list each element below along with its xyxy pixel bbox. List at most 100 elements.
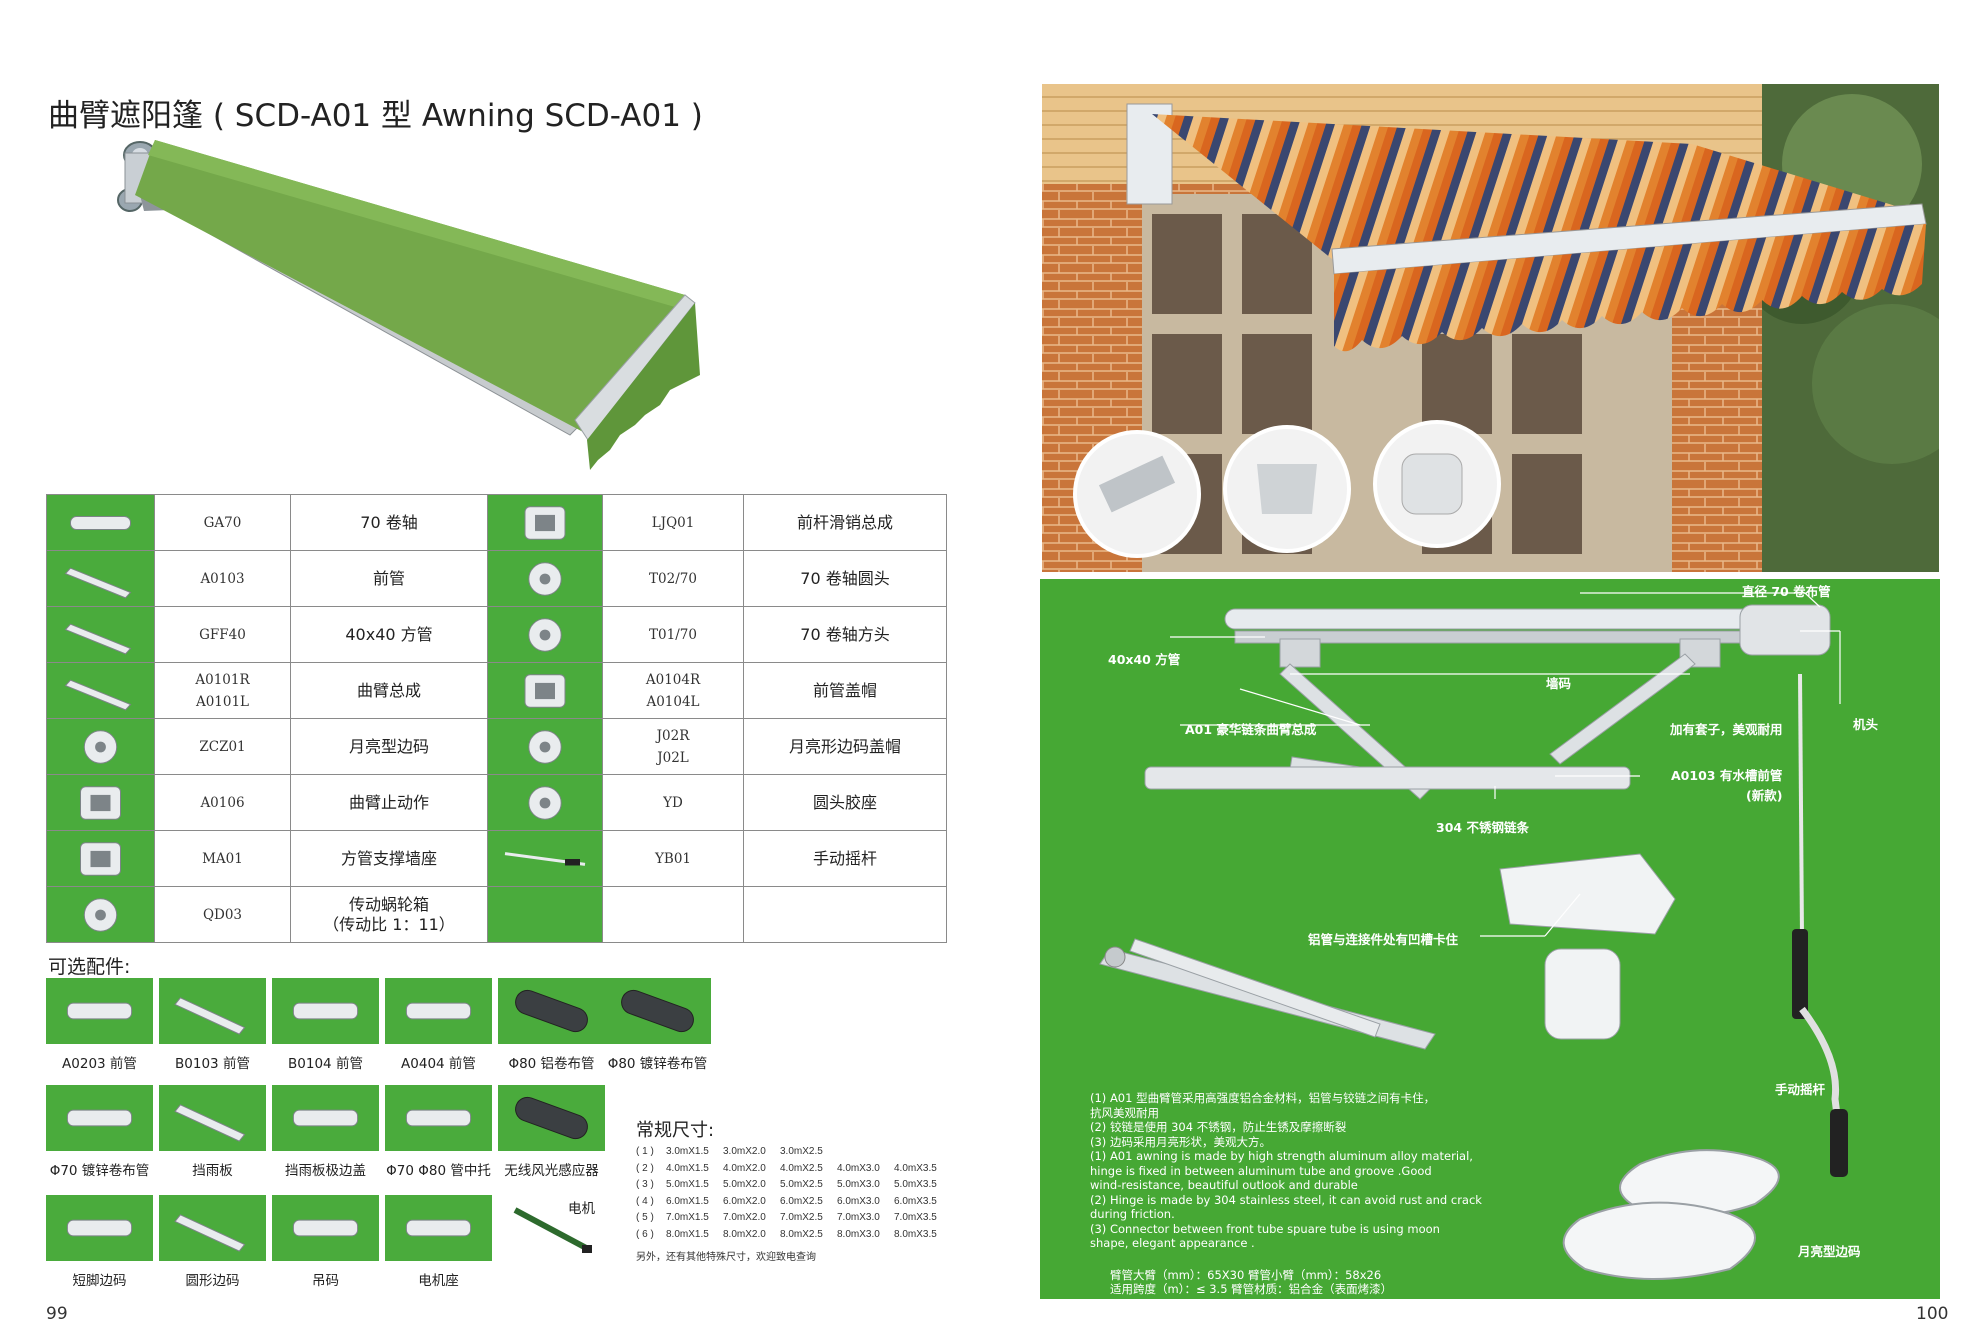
part-code: A0103 bbox=[154, 550, 291, 607]
structure-drawing bbox=[1099, 592, 1848, 1280]
label-square-tube: 40x40 方管 bbox=[1108, 652, 1181, 667]
rain-shield-cap-icon bbox=[272, 1085, 379, 1151]
part-name: 手动摇杆 bbox=[743, 830, 947, 887]
optional-part-label: 圆形边码 bbox=[185, 1273, 240, 1289]
part-name: 月亮形边码盖帽 bbox=[743, 718, 947, 775]
part-name: 传动蜗轮箱 （传动比 1：11） bbox=[290, 886, 488, 943]
optional-part-label: A0404 前管 bbox=[401, 1056, 476, 1072]
label-head: 机头 bbox=[1853, 717, 1879, 732]
wind-sensor-icon bbox=[498, 1085, 605, 1151]
diagram-note-line: (3) Connector between front tube spuare … bbox=[1090, 1221, 1440, 1236]
size-value: 8.0mX1.5 bbox=[666, 1228, 709, 1240]
galvanized-roller-icon bbox=[604, 978, 711, 1044]
part-name: 70 卷轴 bbox=[290, 494, 488, 551]
part-code: YB01 bbox=[602, 830, 744, 887]
gearbox-icon bbox=[46, 886, 155, 943]
bracket-cap-icon bbox=[487, 718, 603, 775]
size-value: 3.0mX2.5 bbox=[780, 1146, 823, 1157]
part-name: 月亮型边码 bbox=[290, 718, 488, 775]
diagram-note-line: 抗风美观耐用 bbox=[1090, 1105, 1159, 1120]
size-value: 4.0mX1.5 bbox=[666, 1162, 709, 1174]
diagram-note-line: (2) Hinge is made by 304 stainless steel… bbox=[1090, 1192, 1482, 1207]
size-value: 7.0mX3.0 bbox=[837, 1212, 880, 1223]
awning-photo bbox=[1042, 84, 1939, 572]
part-code: J02R J02L bbox=[602, 718, 744, 775]
empty-cell bbox=[743, 886, 947, 943]
part-code: A0106 bbox=[154, 774, 291, 831]
label-cap: 加有套子，美观耐用 bbox=[1670, 722, 1783, 737]
part-name: 曲臂止动作 bbox=[290, 774, 488, 831]
optional-part-label: B0104 前管 bbox=[288, 1056, 363, 1072]
size-value: 6.0mX2.0 bbox=[723, 1195, 766, 1207]
square-head-icon bbox=[487, 606, 603, 663]
hand-crank-icon bbox=[487, 830, 603, 887]
moon-bracket-icon bbox=[46, 718, 155, 775]
label-roller: 直径 70 卷布管 bbox=[1742, 584, 1831, 599]
size-value: ( 1 ) bbox=[636, 1146, 654, 1157]
page-number-left: 99 bbox=[46, 1304, 68, 1324]
size-value: 5.0mX2.0 bbox=[723, 1179, 766, 1190]
part-code: A0104R A0104L bbox=[602, 662, 744, 719]
size-value: 5.0mX2.5 bbox=[780, 1179, 823, 1190]
diagram-note-line: (3) 边码采用月亮形状，美观大方。 bbox=[1090, 1134, 1271, 1149]
diagram-note-line: (2) 铰链是使用 304 不锈钢，防止生锈及摩擦断裂 bbox=[1090, 1120, 1347, 1134]
size-value: 5.0mX3.0 bbox=[837, 1179, 880, 1190]
part-code: YD bbox=[602, 774, 744, 831]
optional-part-label: 挡雨板 bbox=[192, 1163, 233, 1179]
size-value: 8.0mX3.0 bbox=[837, 1228, 880, 1240]
front-tube-a0404-icon bbox=[385, 978, 492, 1044]
size-value: 5.0mX3.5 bbox=[894, 1179, 937, 1190]
size-value: 4.0mX2.5 bbox=[780, 1162, 823, 1174]
part-name: 前管盖帽 bbox=[743, 662, 947, 719]
size-value: 3.0mX2.0 bbox=[723, 1146, 766, 1157]
round-bracket-icon bbox=[159, 1195, 266, 1261]
optional-parts-title: 可选配件: bbox=[48, 956, 131, 978]
label-moon-bracket: 月亮型边码 bbox=[1798, 1244, 1861, 1259]
size-value: 4.0mX3.0 bbox=[837, 1162, 880, 1174]
part-code: T02/70 bbox=[602, 550, 744, 607]
label-chain: 304 不锈钢链条 bbox=[1436, 820, 1529, 835]
folding-arm-icon bbox=[46, 662, 155, 719]
motor-label: 电机 bbox=[568, 1201, 595, 1217]
size-value: 6.0mX2.5 bbox=[780, 1195, 823, 1207]
sizes-title: 常规尺寸: bbox=[636, 1120, 715, 1141]
size-value: ( 3 ) bbox=[636, 1179, 654, 1190]
size-value: 8.0mX3.5 bbox=[894, 1228, 937, 1240]
arm-stopper-icon bbox=[46, 774, 155, 831]
optional-part-label: 电机座 bbox=[418, 1273, 459, 1289]
galvanized-roller-70-icon bbox=[46, 1085, 153, 1151]
part-name: 40x40 方管 bbox=[290, 606, 488, 663]
rubber-seat-icon bbox=[487, 774, 603, 831]
end-cap-icon bbox=[487, 662, 603, 719]
optional-part-label: A0203 前管 bbox=[62, 1056, 137, 1072]
empty-cell bbox=[602, 886, 744, 943]
part-name: 圆头胶座 bbox=[743, 774, 947, 831]
front-tube-a0203-icon bbox=[46, 978, 153, 1044]
front-tube-b0103-icon bbox=[159, 978, 266, 1044]
rain-shield-icon bbox=[159, 1085, 266, 1151]
label-front-tube: A0103 有水槽前管 bbox=[1671, 768, 1783, 783]
size-value: 7.0mX2.0 bbox=[723, 1212, 766, 1223]
label-groove: 铝管与连接件处有凹槽卡住 bbox=[1308, 932, 1459, 947]
optional-part-label: 短脚边码 bbox=[72, 1273, 127, 1289]
size-value: ( 4 ) bbox=[636, 1195, 654, 1207]
label-arm: A01 豪华链条曲臂总成 bbox=[1185, 722, 1317, 737]
part-name: 前杆滑销总成 bbox=[743, 494, 947, 551]
size-value: 8.0mX2.5 bbox=[780, 1228, 823, 1240]
diagram-note-line: (1) A01 awning is made by high strength … bbox=[1090, 1149, 1473, 1163]
part-code: GFF40 bbox=[154, 606, 291, 663]
aluminum-roller-icon bbox=[498, 978, 605, 1044]
label-crank: 手动摇杆 bbox=[1775, 1082, 1826, 1097]
part-code: LJQ01 bbox=[602, 494, 744, 551]
roller-tube-icon bbox=[46, 494, 155, 551]
optional-part-label: 吊码 bbox=[312, 1273, 339, 1289]
